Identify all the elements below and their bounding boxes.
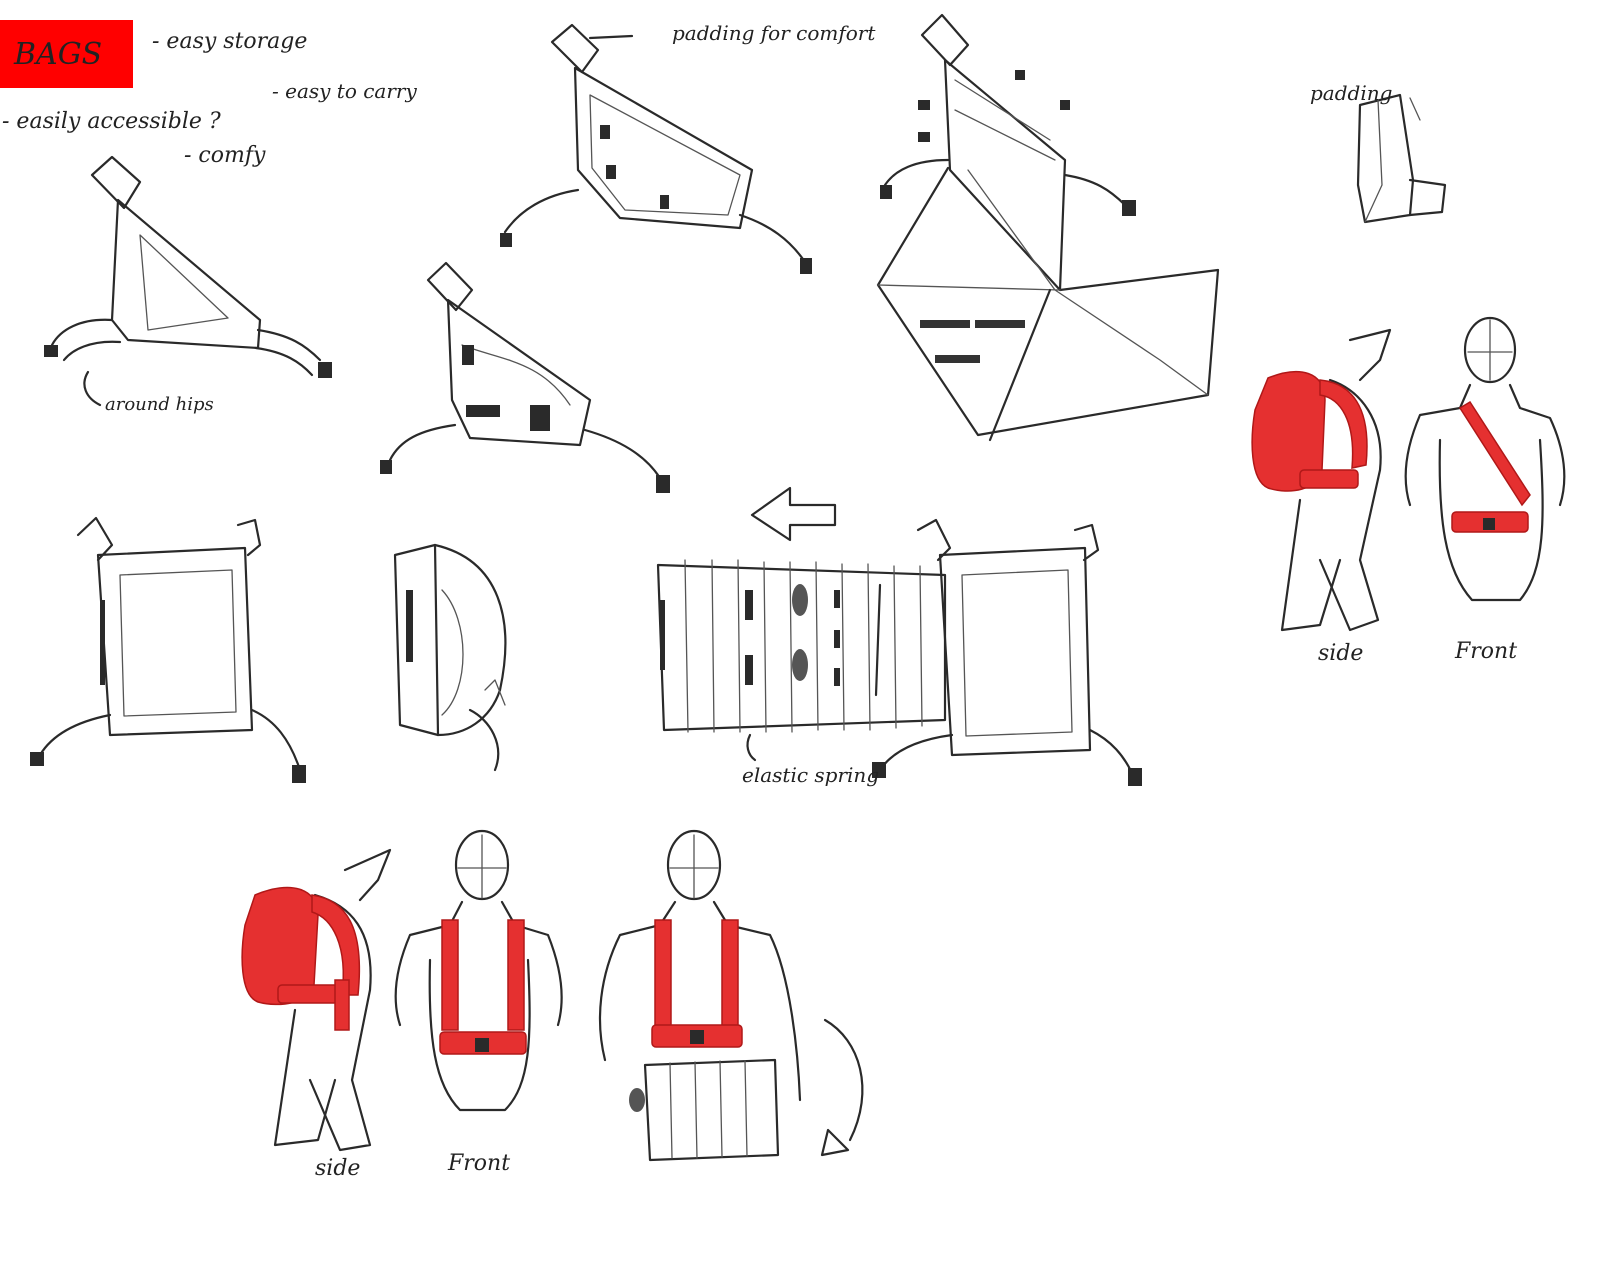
figure-open-bag bbox=[598, 829, 864, 1162]
label-elastic-spring: elastic spring bbox=[742, 763, 879, 787]
figure-side-top: side bbox=[1251, 328, 1392, 666]
label-front-bottom: Front bbox=[447, 1151, 510, 1176]
backpack-side-sketch bbox=[393, 543, 507, 772]
requirement-notes: - easy storage - easily accessible ? - e… bbox=[2, 29, 417, 168]
note-storage: - easy storage bbox=[152, 29, 307, 54]
hip-bag-sketch-2: padding for comfort bbox=[500, 21, 876, 274]
backpack-front-sketch bbox=[30, 516, 306, 783]
note-accessible: - easily accessible ? bbox=[2, 109, 221, 134]
padding-detail-sketch: padding bbox=[1310, 81, 1447, 224]
unfolded-bag-sketch bbox=[876, 13, 1220, 442]
label-front-top: Front bbox=[1454, 639, 1517, 664]
title-box: BAGS bbox=[0, 20, 133, 88]
label-padding: padding bbox=[1310, 81, 1392, 105]
hip-bag-sketch-1: around hips bbox=[44, 155, 332, 415]
figure-side-bottom: side bbox=[241, 848, 392, 1181]
note-comfy: - comfy bbox=[184, 143, 266, 168]
hip-bag-sketch-3 bbox=[380, 261, 670, 493]
figure-front-top: Front bbox=[1404, 316, 1566, 664]
label-side-top: side bbox=[1318, 641, 1363, 666]
title-label: BAGS bbox=[13, 37, 102, 72]
expanded-backpack-sketch: elastic spring bbox=[656, 518, 1142, 787]
label-around-hips: around hips bbox=[105, 394, 214, 415]
expand-arrow bbox=[750, 486, 837, 542]
figure-front-bottom: Front bbox=[394, 829, 563, 1176]
label-side-bottom: side bbox=[315, 1156, 360, 1181]
label-padding-for-comfort: padding for comfort bbox=[672, 21, 876, 45]
note-carry: - easy to carry bbox=[272, 79, 417, 103]
